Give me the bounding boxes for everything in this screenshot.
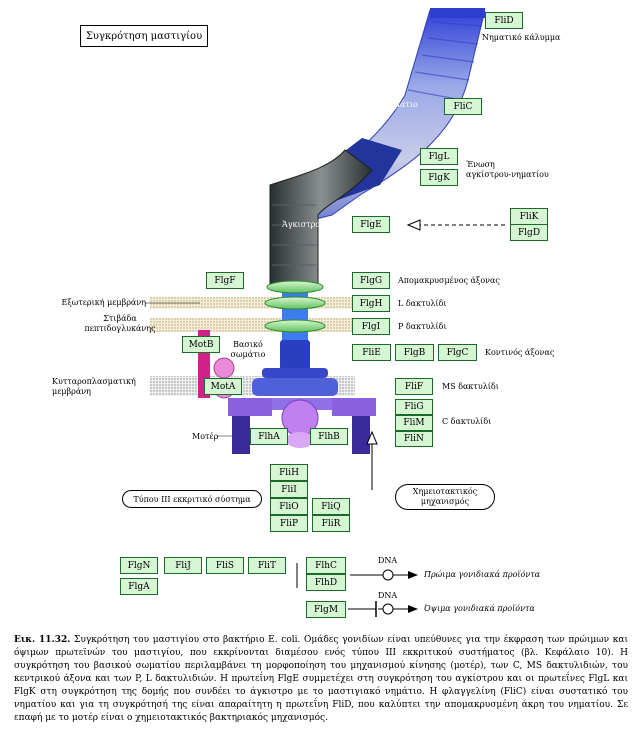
box-flit: FliT	[248, 557, 286, 574]
label-late-products: Όψιμα γονιδιακά προϊόντα	[424, 604, 535, 613]
label-l-ring: L δακτυλίδι	[398, 299, 447, 308]
box-flii: FliI	[270, 481, 308, 498]
figure-caption: Εικ. 11.32. Συγκρότηση του μαστιγίου στο…	[14, 634, 628, 725]
c-ring-right-top	[332, 398, 376, 416]
label-filament: Νημάτιο	[383, 100, 418, 109]
flik-arrowhead	[406, 219, 421, 231]
box-mota: MotA	[204, 378, 242, 395]
box-flhc: FlhC	[306, 557, 346, 574]
label-peptidoglycan: Στιβάδα πεπτιδογλυκάνης	[84, 314, 156, 333]
label-c-ring: C δακτυλίδι	[442, 417, 492, 426]
box-flim: FliM	[395, 415, 433, 431]
box-flio: FliO	[270, 498, 308, 515]
box-flgl: FlgL	[420, 148, 458, 165]
box-flgg: FlgG	[352, 272, 390, 289]
p-ring	[264, 319, 326, 333]
box-flgd: FlgD	[510, 224, 548, 241]
box-flih: FliH	[270, 464, 308, 481]
distal-rod-green	[266, 280, 324, 294]
box-flgm: FlgM	[306, 601, 346, 618]
box-flif: FliF	[395, 378, 433, 395]
box-flig: FliG	[395, 399, 433, 415]
export-apparatus-core	[286, 432, 314, 448]
box-flis: FliS	[206, 557, 244, 574]
type3-secretion-frame: Τύπου ΙΙΙ εκκριτικό σύστημα	[122, 490, 262, 508]
caption-text: Συγκρότηση του μαστιγίου στο βακτήριο E.…	[14, 635, 628, 723]
box-flgf: FlgF	[206, 272, 244, 289]
label-motor: Μοτέρ	[192, 432, 219, 441]
mota-top	[213, 357, 235, 379]
box-flgi: FlgI	[352, 318, 390, 335]
dna1-promoter	[382, 569, 394, 581]
filament-cap-shape	[430, 8, 485, 18]
dna2-promoter	[382, 603, 394, 615]
c-ring-left-top	[228, 398, 272, 416]
label-p-ring: P δακτυλίδι	[398, 322, 447, 331]
box-flgb: FlgB	[395, 344, 434, 361]
label-outer-membrane: Εξωτερική μεμβράνη	[61, 298, 146, 307]
box-flge: FlgE	[352, 216, 390, 233]
label-distal-rod: Απομακρυσμένος άξονας	[398, 276, 500, 285]
box-flie: FliE	[352, 344, 391, 361]
label-early-products: Πρώιμα γονιδιακά προϊόντα	[424, 570, 541, 579]
label-ms-ring: MS δακτυλίδι	[442, 382, 499, 391]
box-flgh: FlgH	[352, 295, 390, 312]
ms-ring-top	[262, 368, 328, 378]
box-flik: FliK	[510, 208, 548, 225]
label-hook: Άγκιστρο	[282, 220, 321, 229]
ms-ring	[252, 378, 338, 396]
dna2-arrowhead	[408, 605, 418, 613]
box-flic: FliC	[444, 98, 482, 115]
box-fliq: FliQ	[312, 498, 350, 515]
box-motb: MotB	[182, 336, 220, 353]
box-flha: FlhA	[250, 428, 288, 445]
hook-shape	[269, 149, 373, 286]
label-cytoplasmic-membrane: Κυτταροπλασματική μεμβράνη	[52, 377, 136, 396]
label-filament-cap: Νηματικό κάλυμμα	[482, 33, 561, 42]
chemotaxis-arrowhead	[366, 430, 378, 445]
label-dna2: DNA	[378, 591, 398, 600]
box-flin: FliN	[395, 431, 433, 447]
chemotaxis-frame: Χημειοτακτικός μηχανισμός	[395, 484, 495, 510]
box-flhd: FlhD	[306, 574, 346, 591]
box-flhb: FlhB	[310, 428, 348, 445]
box-flgc: FlgC	[438, 344, 477, 361]
label-dna1: DNA	[378, 556, 398, 565]
box-flir: FliR	[312, 515, 350, 532]
label-junction: Ένωση αγκίστρου-νηματίου	[466, 160, 549, 179]
box-flip: FliP	[270, 515, 308, 532]
box-flga: FlgA	[120, 578, 158, 595]
diagram-title: Συγκρότηση μαστιγίου	[80, 25, 208, 47]
hook-stripes	[272, 204, 316, 266]
dna1-arrowhead	[408, 571, 418, 579]
l-ring	[264, 296, 326, 310]
c-ring-left-bottom	[232, 416, 250, 454]
label-basal-body: Βασικό σωμάτιο	[230, 340, 266, 359]
box-flij: FliJ	[164, 557, 202, 574]
box-flgk: FlgK	[420, 169, 458, 186]
caption-figure-number: Εικ. 11.32.	[14, 635, 71, 645]
box-flgn: FlgN	[120, 557, 158, 574]
proximal-rod	[280, 340, 310, 370]
label-proximal-rod: Κοντινός άξονας	[485, 348, 555, 357]
c-ring-right-bottom	[352, 416, 370, 454]
box-flid: FliD	[485, 12, 523, 29]
distal-rod	[282, 284, 308, 344]
